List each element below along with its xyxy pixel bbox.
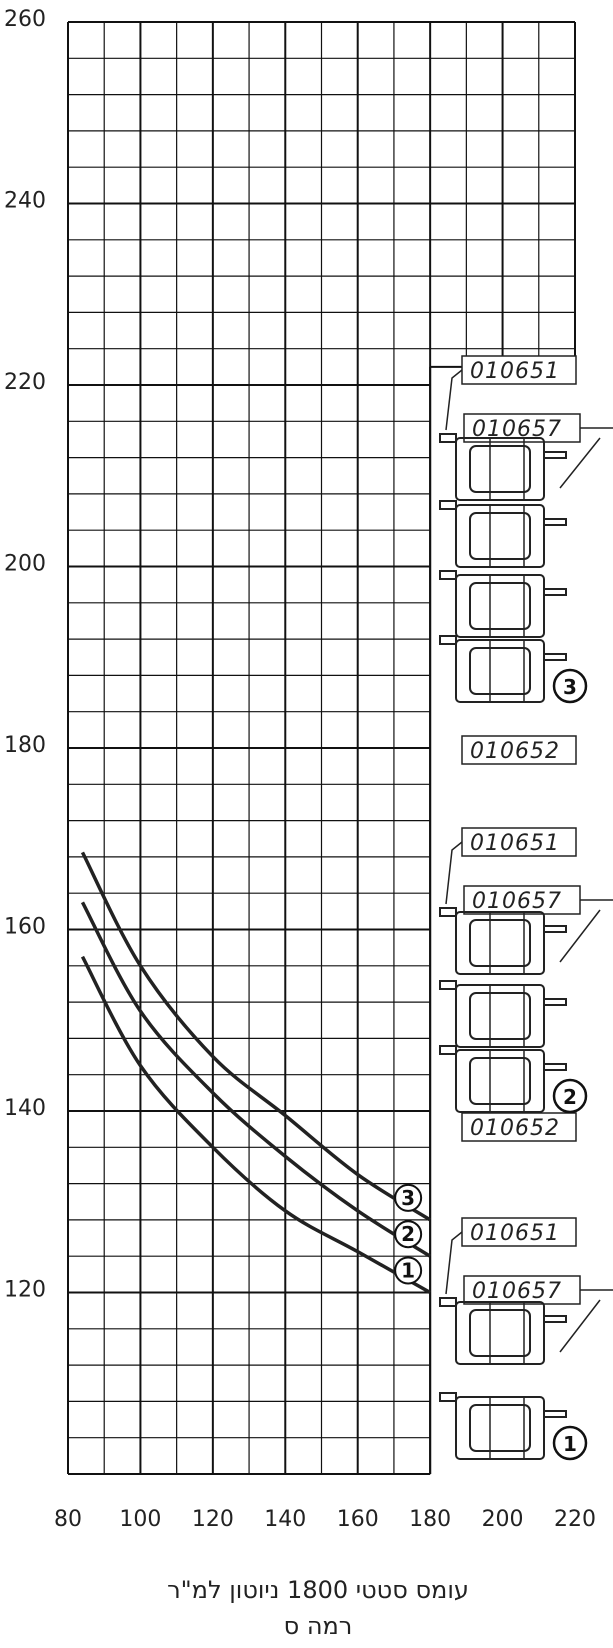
chart-series	[80, 851, 432, 1295]
series-marker-circle	[394, 1220, 423, 1249]
x-tick-label: 140	[264, 1507, 306, 1532]
profile-frame	[455, 639, 545, 703]
profile-flange	[439, 500, 457, 510]
x-tick-label: 100	[119, 1507, 161, 1532]
profile-flange	[543, 1410, 567, 1418]
profile-flange	[543, 518, 567, 526]
profile-flange	[543, 998, 567, 1006]
leader-line	[559, 437, 601, 489]
profile-number-circle	[552, 668, 588, 704]
profile-number-label: 1	[563, 1432, 577, 1456]
series-line-1	[80, 955, 432, 1295]
profile-flange	[543, 925, 567, 933]
profile-flange	[439, 1045, 457, 1055]
profile-number-circle	[552, 1425, 588, 1461]
part-number-label: 010652	[470, 739, 560, 764]
chart-caption-line2: רמה ס	[284, 1612, 353, 1640]
part-number-box	[461, 355, 577, 385]
profile-frame	[455, 504, 545, 568]
series-labels: 1 2 3	[394, 1183, 423, 1285]
part-number-label: 010651	[470, 831, 560, 856]
profile-chamber	[469, 992, 531, 1040]
part-number-label: 010657	[472, 1279, 562, 1304]
y-tick-label: 140	[4, 1096, 46, 1121]
profile-frame	[455, 1301, 545, 1365]
profile-flange	[439, 907, 457, 917]
part-number-box	[461, 735, 577, 765]
profile-flange	[439, 1297, 457, 1307]
profile-chamber	[469, 1057, 531, 1105]
y-axis-ticks: 120 140 160 180 200 220 240 260	[4, 7, 46, 1303]
series-label-2: 2	[401, 1222, 415, 1246]
part-number-label: 010657	[472, 889, 562, 914]
profile-flange	[439, 433, 457, 443]
series-line-2	[80, 901, 432, 1258]
y-tick-label: 120	[4, 1278, 46, 1303]
profile-flange	[543, 1315, 567, 1323]
profile-flange	[543, 1063, 567, 1071]
profile-chamber	[469, 1404, 531, 1452]
profile-flange	[439, 635, 457, 645]
part-number-label: 010651	[470, 359, 560, 384]
profile-frame	[455, 574, 545, 638]
series-marker-circle	[394, 1256, 423, 1285]
profile-chamber	[469, 445, 531, 493]
profile-frame	[455, 1049, 545, 1113]
x-tick-label: 120	[192, 1507, 234, 1532]
profile-chamber	[469, 582, 531, 630]
y-tick-label: 200	[4, 552, 46, 577]
profile-flange	[439, 1392, 457, 1402]
profile-frame	[455, 984, 545, 1048]
profile-drawings: 0106510106570106523010651010657010652201…	[439, 355, 613, 1461]
leader-line	[445, 369, 463, 431]
leader-line	[445, 841, 463, 905]
x-axis-ticks: 80 100 120 140 160 180 200 220	[54, 1507, 596, 1532]
series-label-1: 1	[401, 1259, 415, 1283]
leader-line	[559, 909, 601, 963]
profile-chamber	[469, 1309, 531, 1357]
x-tick-label: 200	[482, 1507, 524, 1532]
y-tick-label: 260	[4, 7, 46, 32]
x-tick-label: 160	[337, 1507, 379, 1532]
part-number-box	[461, 1112, 577, 1142]
profile-chamber	[469, 919, 531, 967]
series-line-3	[80, 851, 432, 1222]
y-tick-label: 240	[4, 189, 46, 214]
profile-frame	[455, 437, 545, 501]
profile-flange	[543, 451, 567, 459]
profile-flange	[543, 588, 567, 596]
leader-line	[445, 1231, 463, 1295]
leader-line	[559, 1299, 601, 1353]
x-tick-label: 180	[409, 1507, 451, 1532]
profile-number-label: 2	[563, 1085, 577, 1109]
x-tick-label: 220	[554, 1507, 596, 1532]
profile-flange	[439, 980, 457, 990]
profile-frame	[455, 911, 545, 975]
profile-number-circle	[552, 1078, 588, 1114]
y-tick-label: 180	[4, 733, 46, 758]
profile-chamber	[469, 647, 531, 695]
chart-caption-line1: עומס סטטי 1800 ניוטון למ"ר	[167, 1576, 469, 1604]
series-label-3: 3	[401, 1186, 415, 1210]
series-marker-circle	[394, 1183, 423, 1212]
profile-flange	[439, 570, 457, 580]
profile-chamber	[469, 512, 531, 560]
x-tick-label: 80	[54, 1507, 82, 1532]
part-number-box	[461, 827, 577, 857]
y-tick-label: 160	[4, 915, 46, 940]
part-number-label: 010652	[470, 1116, 560, 1141]
y-tick-label: 220	[4, 370, 46, 395]
part-number-label: 010651	[470, 1221, 560, 1246]
profile-frame	[455, 1396, 545, 1460]
profile-flange	[543, 653, 567, 661]
profile-number-label: 3	[563, 675, 577, 699]
